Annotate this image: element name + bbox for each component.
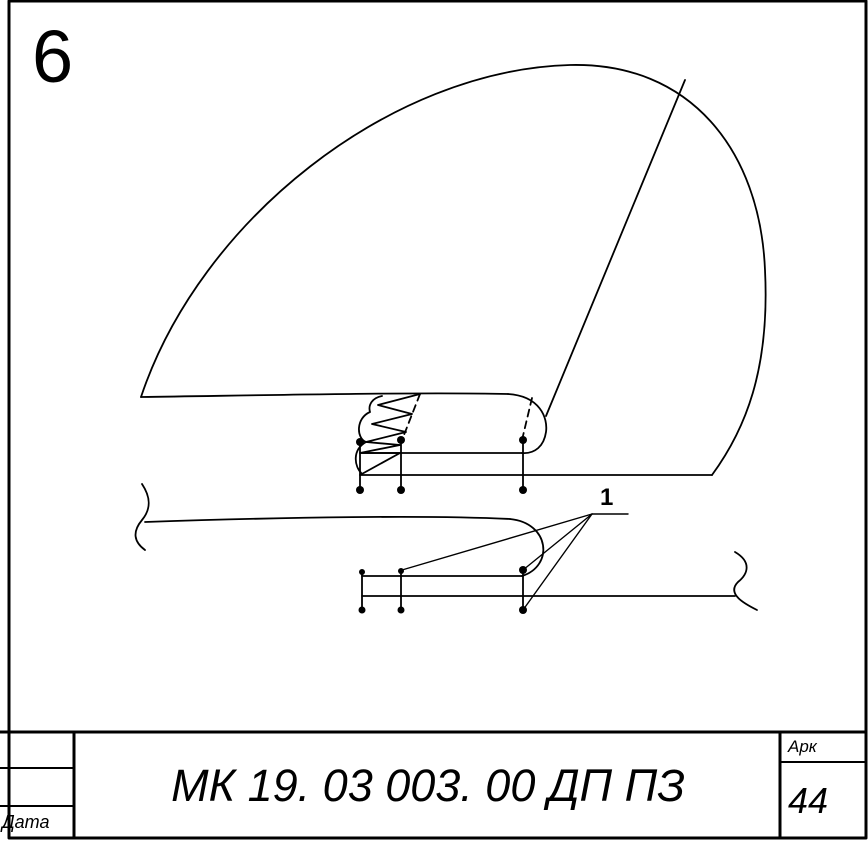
stitch-point xyxy=(519,486,527,494)
stitch-point xyxy=(519,606,527,614)
lower-piece-top-edge xyxy=(144,515,511,523)
figure-number: 6 xyxy=(32,15,74,98)
stitch-point xyxy=(358,606,366,614)
dashed-guide-left xyxy=(401,393,421,441)
sheet-number: 44 xyxy=(788,780,829,821)
sheet-label: Арк xyxy=(788,737,817,756)
lower-left-break-line xyxy=(134,483,150,551)
date-label: Дата xyxy=(2,812,50,832)
leader-line-1 xyxy=(401,513,593,571)
upper-piece-outer-curve xyxy=(140,64,767,476)
stitch-point xyxy=(397,486,405,494)
stitch-point xyxy=(356,486,364,494)
stitch-point xyxy=(397,606,405,614)
lower-piece xyxy=(134,483,758,613)
leader-line-3 xyxy=(522,513,593,611)
callout-label: 1 xyxy=(600,484,614,511)
stitch-point xyxy=(356,438,364,446)
zigzag-stitch xyxy=(359,393,421,476)
lower-right-break-line xyxy=(733,551,758,611)
lower-piece-rounded-end xyxy=(509,518,545,577)
document-code: МК 19. 03 003. 00 ДП ПЗ xyxy=(171,760,685,811)
stitch-point xyxy=(398,568,404,574)
upper-piece-top-edge xyxy=(140,392,509,398)
upper-piece-scallop xyxy=(354,395,383,475)
upper-piece-rounded-end xyxy=(507,393,548,454)
dashed-guide-right xyxy=(521,397,533,441)
stitch-point xyxy=(519,566,527,574)
drawing-frame xyxy=(7,0,868,840)
stitch-points xyxy=(356,436,527,614)
callout-leaders xyxy=(401,513,629,611)
stitch-point xyxy=(359,569,365,575)
leader-line-2 xyxy=(522,513,593,571)
stitch-point xyxy=(397,436,405,444)
upper-piece-diagonal xyxy=(545,79,686,417)
stitch-point xyxy=(519,436,527,444)
upper-piece xyxy=(140,64,767,491)
